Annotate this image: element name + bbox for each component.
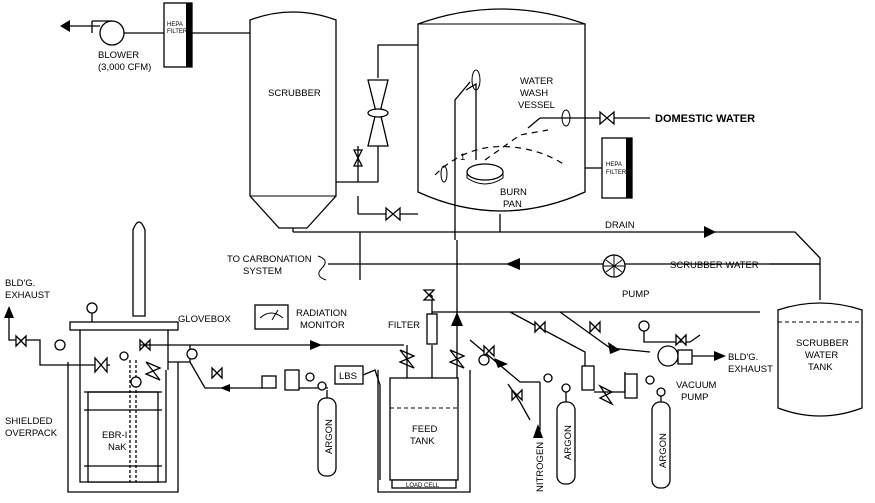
blower-label: BLOWER xyxy=(98,50,139,61)
glovebox-label: GLOVEBOX xyxy=(178,314,231,325)
exhaust-left: BLD'G. EXHAUST xyxy=(4,278,110,374)
pump-label: PUMP xyxy=(622,289,649,300)
vessel-label-2: WASH xyxy=(520,88,548,99)
burn-pan-label-2: PAN xyxy=(503,199,522,210)
feed-label-2: TANK xyxy=(410,436,435,447)
ebr-label-2: NaK xyxy=(108,442,127,453)
blower-group: HEPA FILTER BLOWER (3,000 CFM) xyxy=(60,2,250,73)
venturi-line xyxy=(336,44,420,183)
exhaust-arrow-icon xyxy=(60,20,70,32)
carbonation-label-1: TO CARBONATION xyxy=(227,254,312,265)
shielded-label-1: SHIELDED xyxy=(5,416,53,427)
tank-label-2: WATER xyxy=(805,350,838,361)
ebr-label-1: EBR-I xyxy=(102,430,127,441)
load-cell-label: LOAD CELL xyxy=(406,483,440,489)
blower-icon xyxy=(99,20,125,46)
lbs-label: LBS xyxy=(339,371,357,382)
water-wash-vessel: WATER WASH VESSEL BURN PAN 1 DOMESTIC WA… xyxy=(417,8,755,240)
vacuum-pump-section: ARGON BLD'G. EXHAUST VACUUM PUMP xyxy=(509,311,773,489)
pressure-gauge-icon xyxy=(86,302,98,314)
vacuum-pump-icon xyxy=(657,345,679,367)
argon-label-2: ARGON xyxy=(563,425,574,460)
scrubber-water-tank: SCRUBBER WATER TANK xyxy=(777,302,863,417)
scrubber-column: SCRUBBER xyxy=(249,11,337,232)
shielded-overpack: EBR-I NaK SHIELDED OVERPACK xyxy=(5,338,404,493)
nitrogen-label: NITROGEN xyxy=(535,442,546,492)
hepa-right-label-1: HEPA xyxy=(606,162,622,168)
scrubber-label: SCRUBBER xyxy=(268,88,321,99)
argon-line-left: ARGON LBS xyxy=(189,361,381,480)
exhaust-left-label-1: BLD'G. xyxy=(5,278,35,289)
index-mark: 1 xyxy=(460,152,465,163)
vacuum-label-2: PUMP xyxy=(681,392,708,403)
tank-label-1: SCRUBBER xyxy=(796,338,849,349)
vessel-label-3: VESSEL xyxy=(518,100,555,111)
burn-pan-label-1: BURN xyxy=(500,187,527,198)
vacuum-label-1: VACUUM xyxy=(676,380,717,391)
glovebox: GLOVEBOX xyxy=(69,221,231,370)
feed-tank-body xyxy=(389,377,459,481)
hepa-top-label-1: HEPA xyxy=(167,22,183,28)
filter-label: FILTER xyxy=(388,320,420,331)
radiation-label-2: MONITOR xyxy=(300,320,345,331)
radiation-monitor: RADIATION MONITOR xyxy=(254,304,347,331)
scrubber-water-label: SCRUBBER WATER xyxy=(670,260,759,271)
hepa-top-label-2: FILTER xyxy=(167,29,188,35)
exhaust-right-label-2: EXHAUST xyxy=(728,364,773,375)
feed-tank: LOAD CELL FEED TANK FILTER xyxy=(377,240,760,493)
gas-supply-right: NITROGEN ARGON xyxy=(469,339,576,492)
shielded-label-2: OVERPACK xyxy=(5,428,58,439)
domestic-water-valve-icon xyxy=(599,110,615,126)
vessel-label-1: WATER xyxy=(520,76,553,87)
stack-column xyxy=(132,221,146,317)
carbonation-label-2: SYSTEM xyxy=(243,266,282,277)
blower-cfm-label: (3,000 CFM) xyxy=(98,62,151,73)
argon-label-3: ARGON xyxy=(658,433,669,468)
exhaust-right-label-1: BLD'G. xyxy=(728,352,758,363)
radiation-label-1: RADIATION xyxy=(296,308,347,319)
hepa-right-label-2: FILTER xyxy=(606,170,627,176)
filter-element xyxy=(426,313,438,345)
drain-label: DRAIN xyxy=(605,220,635,231)
burn-pan xyxy=(466,163,504,181)
exhaust-left-label-2: EXHAUST xyxy=(5,290,50,301)
feed-label-1: FEED xyxy=(412,424,437,435)
hepa-filter-right: HEPA FILTER xyxy=(585,137,633,199)
tank-label-3: TANK xyxy=(808,362,833,373)
argon-label-1: ARGON xyxy=(324,419,335,454)
domestic-water-label: DOMESTIC WATER xyxy=(655,113,755,125)
